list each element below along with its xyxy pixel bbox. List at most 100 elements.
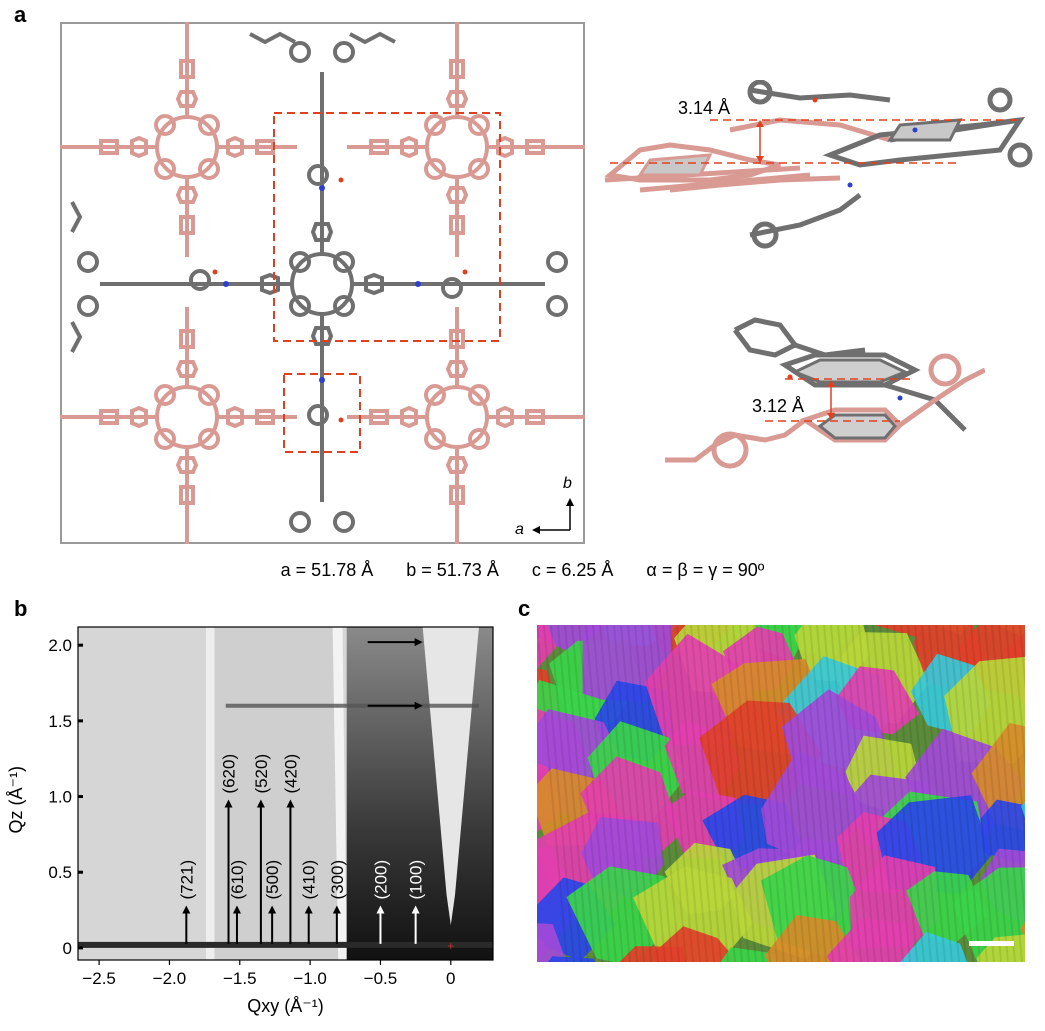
detector-gap-1 (206, 627, 215, 960)
texture-line (641, 625, 673, 962)
y-tick-label: 1.5 (48, 712, 72, 731)
peak-label: (721) (177, 860, 196, 900)
y-axis-label: Qz (Å⁻¹) (6, 766, 26, 834)
plot-frame (77, 626, 494, 961)
missing-wedge (422, 627, 479, 926)
texture-line (592, 625, 624, 962)
peak-label: (620) (220, 754, 239, 794)
peak-arrowhead (411, 905, 420, 914)
peak-arrowhead (256, 799, 265, 808)
x-tick-label: −1.0 (293, 969, 327, 988)
texture-line (886, 625, 918, 962)
polarized-optical-image (537, 625, 1025, 962)
texture-line (662, 625, 694, 962)
texture-line (851, 625, 883, 962)
texture-line (690, 625, 722, 962)
texture-line (970, 625, 1002, 962)
unit-cell-box (273, 112, 501, 342)
texture-line (739, 625, 771, 962)
texture-line (634, 625, 666, 962)
grain-domain (654, 926, 738, 962)
texture-line (879, 625, 911, 962)
texture-line (1005, 625, 1025, 850)
peak-arrowhead (182, 905, 191, 914)
stacking-side-view: 3.14 Å (604, 80, 1033, 249)
texture-line (977, 625, 1009, 962)
detector-panel-middle (214, 627, 342, 960)
texture-line (537, 625, 568, 962)
peak-arrowhead (376, 905, 385, 914)
texture-line (823, 625, 855, 962)
texture-line (816, 625, 848, 962)
texture-line (942, 625, 974, 962)
lattice-angles: α = β = γ = 90º (646, 560, 765, 580)
x-tick-label: −2.5 (82, 969, 116, 988)
texture-line (760, 625, 792, 962)
texture-line (865, 625, 897, 962)
texture-line (900, 625, 932, 962)
axis-a-label: a (515, 521, 524, 538)
texture-line (620, 625, 652, 962)
texture-line (935, 625, 967, 962)
horizon-band (78, 941, 493, 948)
texture-line (753, 625, 785, 962)
pink-framework (60, 22, 585, 544)
texture-line (683, 625, 715, 962)
peak-label: (520) (252, 754, 271, 794)
texture-line (928, 625, 960, 962)
lattice-b: b = 51.73 Å (406, 560, 499, 580)
annotation-arrowhead (414, 701, 423, 710)
x-tick-label: 0 (446, 969, 455, 988)
peak-arrowhead (268, 905, 277, 914)
panel-a-label: a (14, 2, 27, 27)
texture-line (746, 625, 778, 962)
texture-line (767, 625, 799, 962)
y-tick-label: 0.5 (48, 863, 72, 882)
y-tick-label: 1.0 (48, 788, 72, 807)
y-tick-label: 0 (63, 939, 72, 958)
texture-line (606, 625, 638, 962)
texture-line (991, 625, 1023, 962)
texture-line (543, 625, 575, 962)
grain-domain (720, 947, 779, 962)
texture-line (676, 625, 708, 962)
texture-line (669, 625, 701, 962)
annotation-arrowhead (414, 638, 423, 647)
texture-line (956, 625, 988, 962)
lattice-a: a = 51.78 Å (280, 560, 374, 580)
peak-label: (420) (281, 754, 300, 794)
texture-line (655, 625, 687, 962)
x-tick-label: −0.5 (364, 969, 398, 988)
texture-line (648, 625, 680, 962)
grain-domain (900, 931, 968, 962)
texture-line (704, 625, 736, 962)
texture-line (627, 625, 659, 962)
peak-arrowhead (332, 905, 341, 914)
grain-domain (980, 799, 1025, 865)
grain-domain (537, 625, 557, 670)
texture-line (914, 625, 946, 962)
texture-line (564, 625, 596, 962)
crystal-structure-view: b a (60, 22, 585, 544)
peak-arrowhead (286, 799, 295, 808)
grain-domain (826, 918, 917, 962)
distance-label-2: 3.12 Å (752, 396, 804, 416)
grain-domain (633, 866, 753, 962)
giwaxs-chart: (721)(620)(610)(520)(500)(420)(410)(300)… (6, 626, 494, 1016)
texture-line (550, 625, 582, 962)
texture-line (893, 625, 925, 962)
peak-label: (200) (371, 860, 390, 900)
texture-line (711, 625, 743, 962)
x-tick-label: −2.0 (153, 969, 187, 988)
axis-b-label: b (563, 475, 572, 492)
scale-bar (969, 941, 1014, 946)
panel-b-label: b (14, 596, 28, 621)
texture-line (830, 625, 862, 962)
detector-gap-2 (332, 627, 347, 960)
texture-line (613, 625, 645, 962)
lattice-c: c = 6.25 Å (531, 560, 614, 580)
peak-label: (610) (228, 860, 247, 900)
texture-line (921, 625, 953, 962)
texture-line (732, 625, 764, 962)
grain-domain (874, 625, 926, 638)
